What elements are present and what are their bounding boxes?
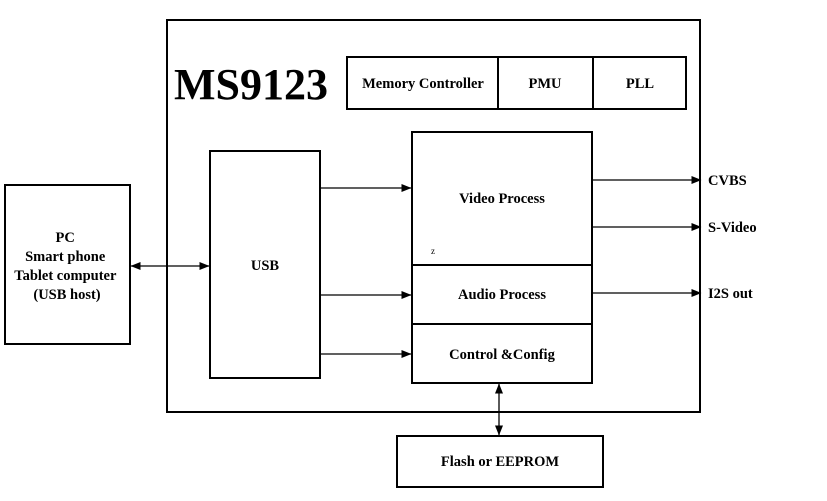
usb-block [209, 150, 321, 379]
host-line-2: Smart phone [25, 249, 106, 265]
pll-label: PLL [626, 76, 655, 92]
control-config-block [411, 323, 593, 384]
memory-controller-block [346, 56, 499, 110]
host-line-4: (USB host) [33, 287, 100, 303]
host-line-3: Tablet computer [14, 268, 117, 284]
host-block [4, 184, 131, 345]
host-label: PC Smart phone Tablet computer (USB host… [14, 230, 120, 303]
i2s-label: I2S out [708, 286, 753, 302]
memory-controller-label: Memory Controller [362, 76, 484, 92]
audio-process-label: Audio Process [458, 287, 546, 303]
flash-eeprom-block [396, 435, 604, 488]
control-config-label: Control &Config [449, 347, 555, 363]
video-process-label: Video Process [459, 191, 545, 207]
cvbs-label: CVBS [708, 173, 747, 189]
pmu-block [497, 56, 594, 110]
host-line-1: PC [56, 230, 75, 246]
pll-block [592, 56, 687, 110]
flash-eeprom-label: Flash or EEPROM [441, 454, 559, 470]
chip-title: MS9123 [174, 60, 328, 109]
video-process-block [411, 131, 593, 266]
pmu-label: PMU [528, 76, 562, 92]
usb-label: USB [251, 258, 280, 274]
svideo-label: S-Video [708, 220, 757, 236]
video-process-mark: z [431, 246, 435, 256]
